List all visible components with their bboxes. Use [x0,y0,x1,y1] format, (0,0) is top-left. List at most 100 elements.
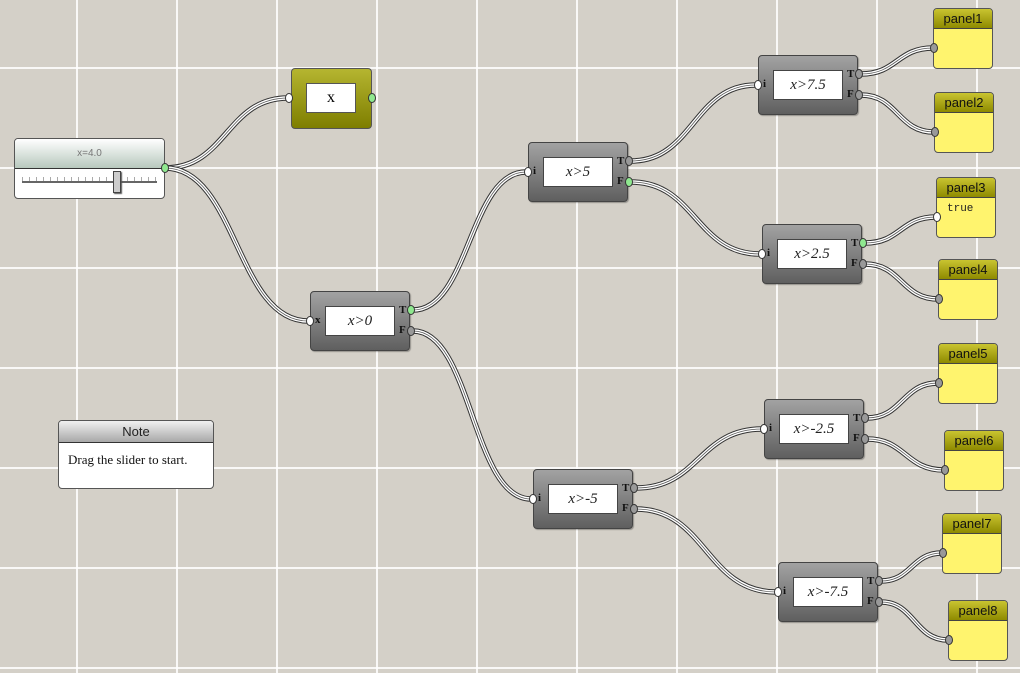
false-output-port[interactable] [875,597,883,607]
input-label: i [769,422,773,434]
false-output-port[interactable] [625,177,633,187]
true-output-label: T [851,237,859,249]
input-port[interactable] [758,249,766,259]
output-panel[interactable]: panel6 [944,430,1004,491]
wire [635,428,763,489]
false-output-label: F [853,432,860,444]
slider-thumb[interactable] [113,171,122,193]
wire [866,438,945,471]
input-label: i [767,247,771,259]
panel-content [934,29,992,34]
panel-title: panel2 [935,93,993,113]
output-panel[interactable]: panel7 [942,513,1002,574]
panel-input-port[interactable] [935,378,943,388]
panel-content [943,534,1001,539]
input-label: i [763,78,767,90]
input-port[interactable] [754,80,762,90]
panel-title: panel3 [937,178,995,198]
true-output-port[interactable] [861,413,869,423]
x-parameter[interactable]: x [291,68,372,129]
panel-content [939,364,997,369]
false-output-port[interactable] [407,326,415,336]
input-label: i [538,492,542,504]
panel-content [939,280,997,285]
panel-input-port[interactable] [930,43,938,53]
wire [860,47,934,75]
true-output-port[interactable] [875,576,883,586]
wire [864,216,937,244]
x-parameter-label: x [306,83,356,113]
panel-title: panel1 [934,9,992,29]
wire [164,167,309,322]
false-output-label: F [851,257,858,269]
false-output-label: F [867,595,874,607]
wire [860,94,935,133]
true-output-label: T [853,412,861,424]
panel-input-port[interactable] [939,548,947,558]
x-parameter-input-port[interactable] [285,93,293,103]
true-output-label: T [617,155,625,167]
wire [412,330,532,500]
wire [635,508,777,593]
slider-output-port[interactable] [161,163,169,173]
false-output-label: F [622,502,629,514]
note-text: Drag the slider to start. [68,452,188,467]
true-output-port[interactable] [859,238,867,248]
true-output-port[interactable] [855,69,863,79]
wire [880,601,949,641]
note-panel[interactable]: Note Drag the slider to start. [58,420,214,489]
output-panel[interactable]: panel4 [938,259,998,320]
false-output-port[interactable] [630,504,638,514]
input-port[interactable] [529,494,537,504]
false-output-port[interactable] [861,434,869,444]
input-port[interactable] [524,167,532,177]
true-output-label: T [399,304,407,316]
input-label: x [315,314,321,326]
true-output-label: T [847,68,855,80]
wire [630,84,757,162]
true-output-port[interactable] [407,305,415,315]
comparison-expression: x>0 [325,306,395,336]
output-panel[interactable]: panel5 [938,343,998,404]
panel-input-port[interactable] [931,127,939,137]
panel-input-port[interactable] [935,294,943,304]
output-panel[interactable]: panel8 [948,600,1008,661]
true-output-port[interactable] [625,156,633,166]
true-output-port[interactable] [630,483,638,493]
comparison-expression: x>-5 [548,484,618,514]
false-output-port[interactable] [855,90,863,100]
input-port[interactable] [774,587,782,597]
output-panel[interactable]: panel2 [934,92,994,153]
panel-title: panel8 [949,601,1007,621]
wire [630,181,761,255]
x-parameter-output-port[interactable] [368,93,376,103]
wire [412,171,527,311]
true-output-label: T [622,482,630,494]
number-slider[interactable]: x=4.0 [14,138,165,199]
input-port[interactable] [760,424,768,434]
false-output-label: F [847,88,854,100]
panel-input-port[interactable] [945,635,953,645]
input-port[interactable] [306,316,314,326]
slider-track[interactable] [22,181,157,183]
panel-content [945,451,1003,456]
output-panel[interactable]: panel1 [933,8,993,69]
note-title: Note [59,421,213,443]
wire [880,552,943,582]
false-output-label: F [617,175,624,187]
panel-title: panel7 [943,514,1001,534]
panel-input-port[interactable] [941,465,949,475]
input-label: i [533,165,537,177]
comparison-expression: x>-7.5 [793,577,863,607]
panel-input-port[interactable] [933,212,941,222]
false-output-port[interactable] [859,259,867,269]
